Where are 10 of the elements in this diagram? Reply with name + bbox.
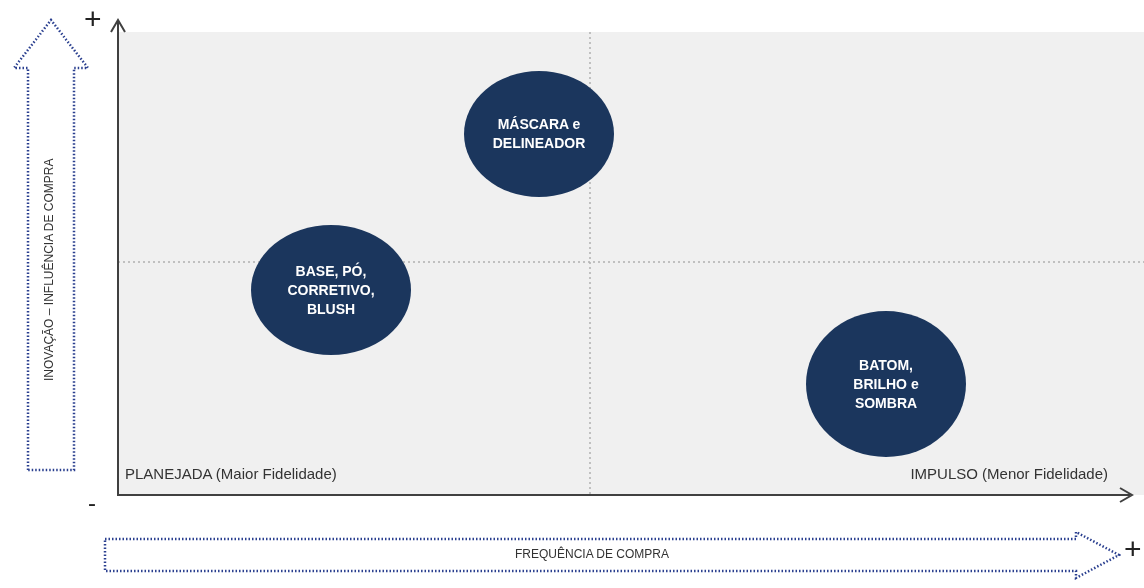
- category-label: BASE, PÓ, CORRETIVO, BLUSH: [286, 261, 376, 319]
- category-label: MÁSCARA e DELINEADOR: [491, 115, 587, 153]
- quadrant-label: IMPULSO (Menor Fidelidade): [910, 466, 1108, 483]
- axis-title: FREQUÊNCIA DE COMPRA: [514, 547, 670, 561]
- axis-title: INOVAÇÃO – INFLUÊNCIA DE COMPRA: [42, 157, 56, 384]
- axis-end-sign: -: [88, 490, 96, 517]
- axis-end-sign: +: [1124, 532, 1142, 565]
- quadrant-label: PLANEJADA (Maior Fidelidade): [125, 466, 337, 483]
- category-label: BATOM, BRILHO e SOMBRA: [852, 355, 920, 413]
- axis-end-sign: +: [84, 2, 102, 35]
